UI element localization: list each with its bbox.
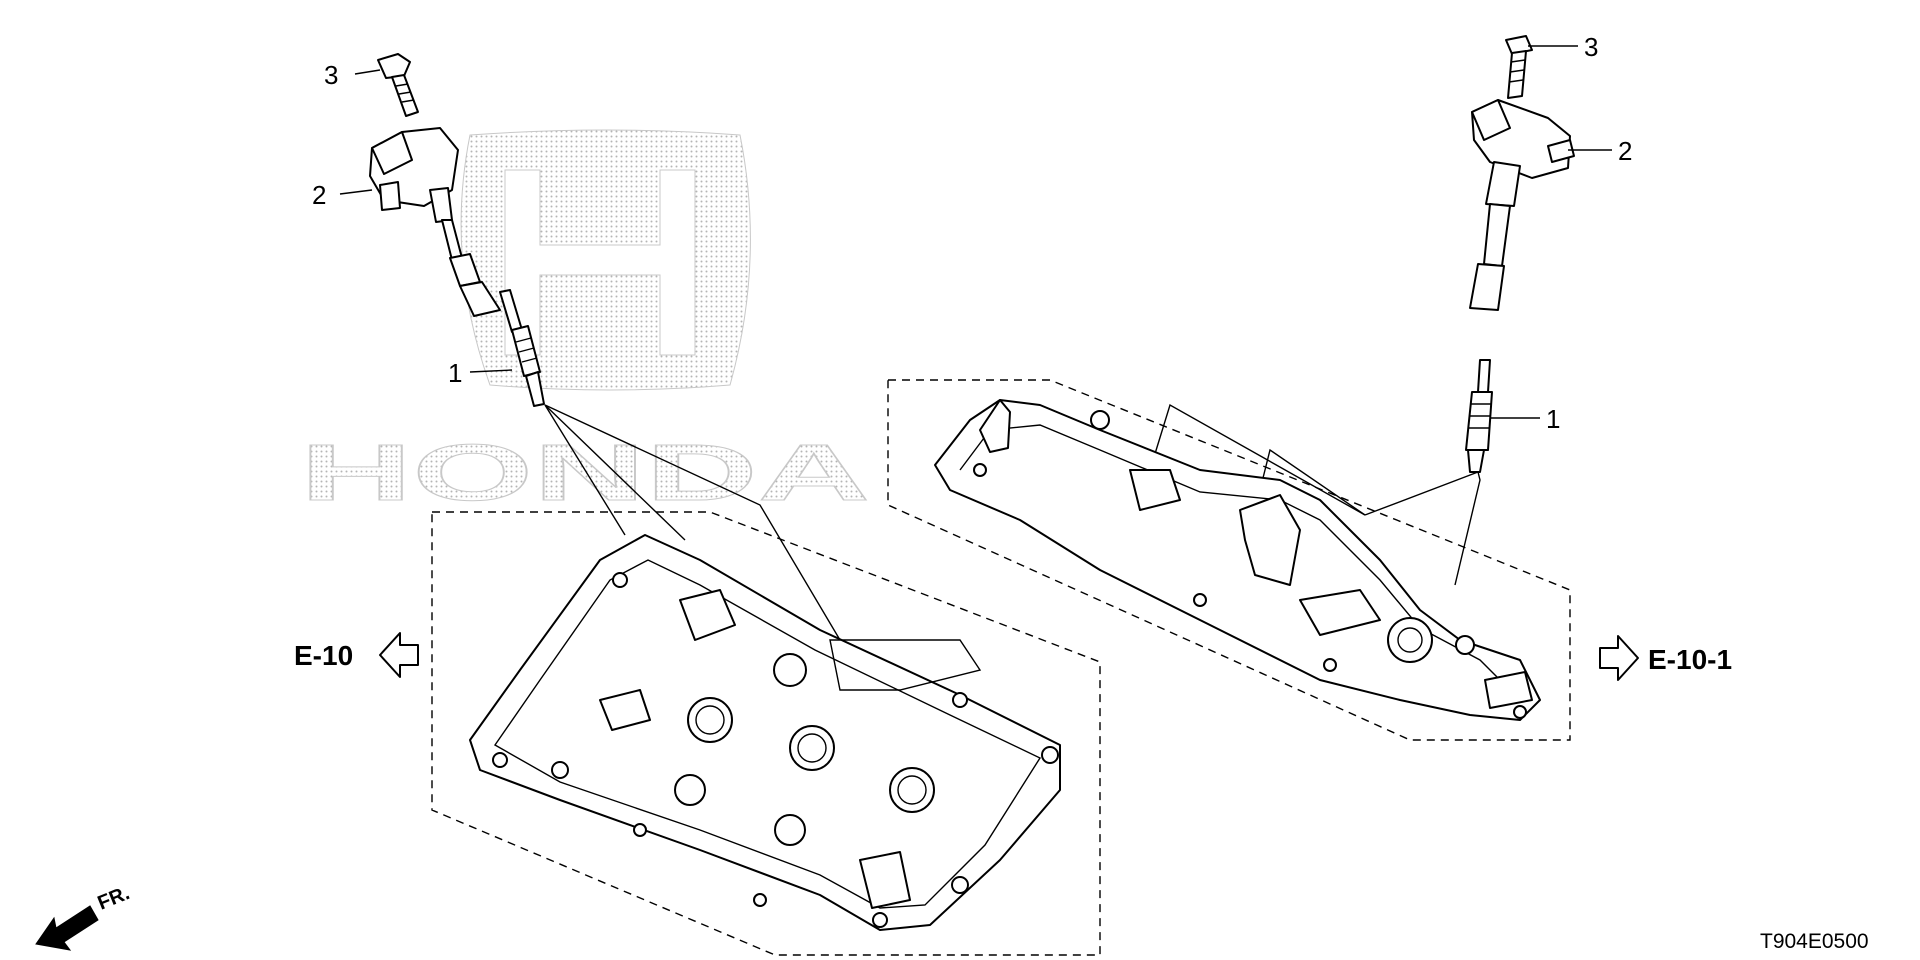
left-group-frame — [431, 511, 1101, 956]
left-bolt[interactable] — [377, 53, 419, 117]
front-arrow-icon — [35, 905, 99, 951]
right-spark-plug[interactable] — [1465, 359, 1493, 473]
left-ignition-assembly: 3 2 1 — [294, 53, 1101, 956]
honda-logo-mark — [460, 129, 751, 391]
right-ignition-coil[interactable] — [1469, 99, 1575, 311]
left-valve-cover[interactable] — [469, 534, 1061, 931]
ref-e10-arrow-icon[interactable] — [379, 632, 419, 678]
right-bolt[interactable] — [1505, 35, 1533, 99]
front-direction-indicator: FR. — [35, 882, 133, 951]
right-ignition-assembly: 3 2 1 — [887, 32, 1732, 741]
front-label: FR. — [95, 882, 133, 914]
ref-e10-1-label[interactable]: E-10-1 — [1648, 644, 1732, 675]
left-ignition-coil[interactable] — [369, 127, 501, 317]
right-bolt-callout: 3 — [1584, 32, 1598, 62]
left-bolt-callout: 3 — [324, 60, 338, 90]
honda-watermark-text: HONDA — [300, 428, 870, 517]
left-spark-plug[interactable] — [499, 289, 545, 407]
right-valve-cover[interactable] — [934, 399, 1541, 721]
ref-e10-1-arrow-icon[interactable] — [1599, 635, 1639, 681]
right-coil-callout: 2 — [1618, 136, 1632, 166]
diagram-code: T904E0500 — [1760, 930, 1869, 953]
ref-e10-label[interactable]: E-10 — [294, 640, 353, 671]
right-plug-callout: 1 — [1546, 404, 1560, 434]
left-plug-callout: 1 — [448, 358, 462, 388]
right-group-frame — [887, 379, 1571, 741]
left-coil-callout: 2 — [312, 180, 326, 210]
